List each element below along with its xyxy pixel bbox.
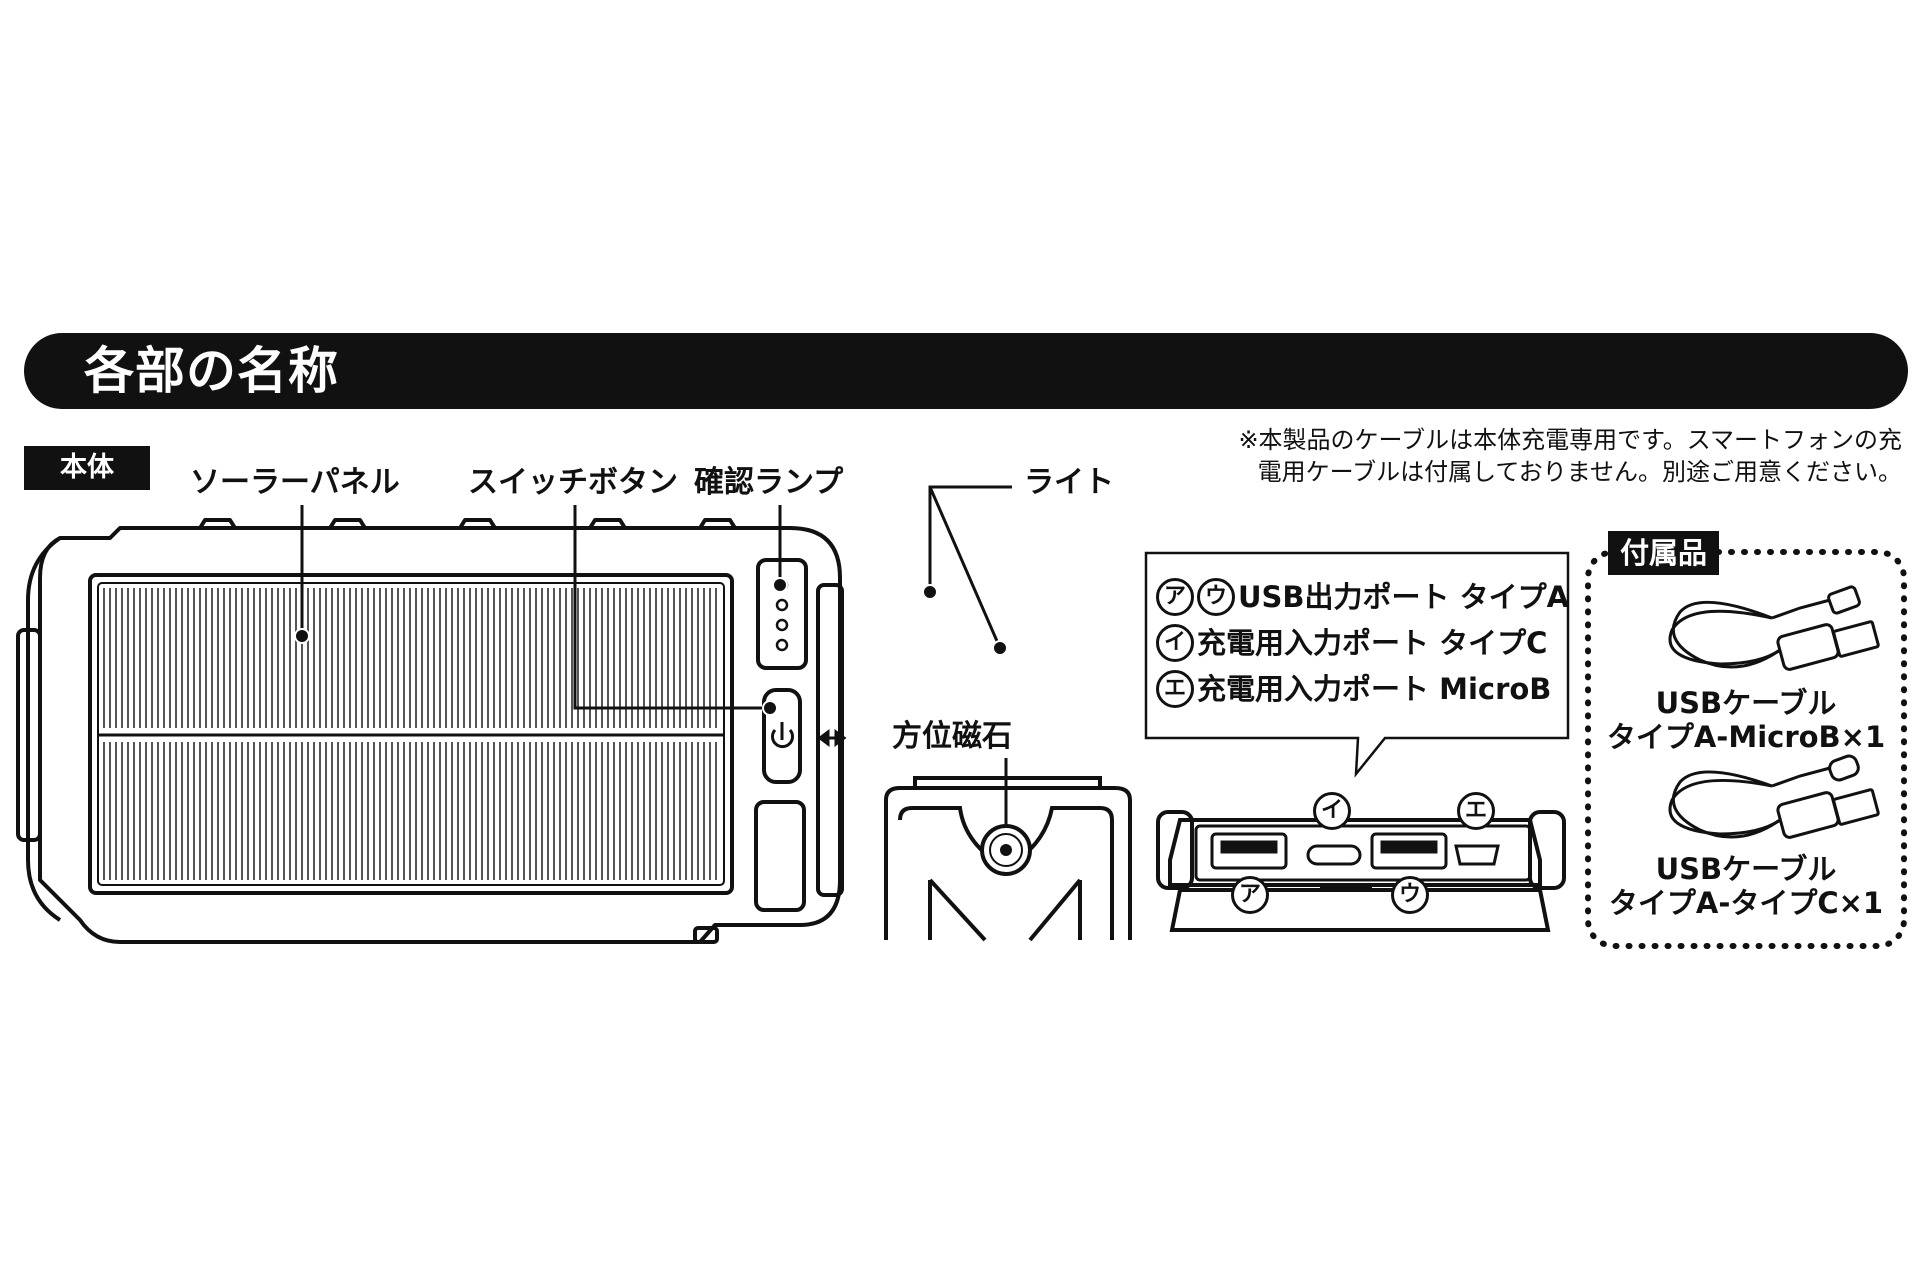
accessory-spec: タイプA-MicroB×1 [1606, 720, 1886, 754]
accessory-item-microb: USBケーブル タイプA-MicroB×1 [1600, 686, 1892, 754]
power-bank-outline [38, 526, 842, 944]
leader-dots [294, 577, 1008, 716]
port-legend-marker: エ [1156, 670, 1194, 708]
cable-microb-drawing [1668, 585, 1880, 671]
label-light: ライト [1024, 465, 1114, 500]
compass-icon [980, 824, 1032, 876]
accessory-spec: タイプA-タイプC×1 [1608, 886, 1884, 920]
accessory-name: USBケーブル [1655, 686, 1837, 720]
title-bar [24, 333, 1908, 409]
port-openings [1210, 832, 1500, 888]
port-micro-b [1454, 844, 1500, 866]
power-icon [771, 722, 794, 749]
port-marker-i: イ [1313, 792, 1351, 830]
port-marker-a: ア [1231, 876, 1269, 914]
cable-note-line1: ※本製品のケーブルは本体充電専用です。スマートフォンの充 [1238, 426, 1902, 454]
port-legend-marker: ア [1156, 578, 1194, 616]
double-arrow-icon [817, 729, 847, 747]
label-check-lamp: 確認ランプ [694, 465, 844, 500]
label-compass: 方位磁石 [892, 719, 1012, 754]
solar-panel-outline [88, 573, 734, 895]
port-legend-text: USB出力ポート タイプA [1238, 580, 1570, 614]
power-button-outline [762, 688, 802, 784]
cable-note: ※本製品のケーブルは本体充電専用です。スマートフォンの充 電用ケーブルは付属して… [1142, 424, 1902, 488]
accessories-tag: 付属品 [1608, 531, 1720, 575]
port-marker-e: エ [1457, 792, 1495, 830]
accessories-box [1585, 549, 1907, 949]
port-legend-row: ア ウ USB出力ポート タイプA [1156, 574, 1569, 620]
port-legend-marker: ウ [1197, 578, 1235, 616]
port-legend: ア ウ USB出力ポート タイプA イ 充電用入力ポート タイプC エ 充電用入… [1156, 574, 1569, 712]
cable-typec-drawing [1668, 754, 1880, 839]
page-title: 各部の名称 [84, 342, 339, 400]
leader-lines [300, 485, 1012, 848]
port-legend-marker: イ [1156, 624, 1194, 662]
port-marker-u: ウ [1391, 876, 1429, 914]
accessory-name: USBケーブル [1655, 852, 1837, 886]
port-type-c [1306, 844, 1362, 866]
cable-note-line2: 電用ケーブルは付属しておりません。別途ご用意ください。 [1257, 458, 1902, 486]
port-end-view [1156, 810, 1566, 932]
port-legend-row: エ 充電用入力ポート MicroB [1156, 666, 1569, 712]
label-solar-panel: ソーラーパネル [190, 465, 400, 500]
port-legend-text: 充電用入力ポート MicroB [1197, 672, 1552, 706]
label-switch-button: スイッチボタン [468, 465, 678, 500]
port-legend-text: 充電用入力ポート タイプC [1197, 626, 1548, 660]
accessory-item-typec: USBケーブル タイプA-タイプC×1 [1600, 852, 1892, 920]
solar-cell-stripes [103, 588, 717, 880]
main-unit-tag: 本体 [24, 446, 150, 490]
port-legend-row: イ 充電用入力ポート タイプC [1156, 620, 1569, 666]
port-callout-bubble [1144, 551, 1570, 778]
